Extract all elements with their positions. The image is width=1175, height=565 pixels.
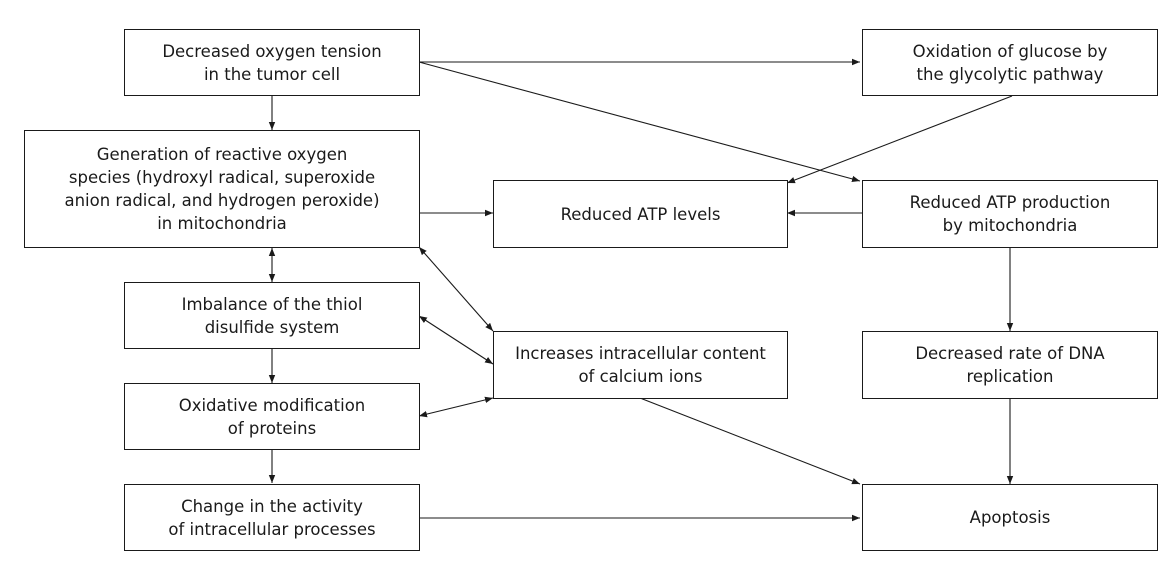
- node-calcium-increase: Increases intracellular content of calci…: [493, 331, 788, 399]
- node-reduced-atp-levels: Reduced ATP levels: [493, 180, 788, 248]
- node-activity-change: Change in the activity of intracellular …: [124, 484, 420, 551]
- node-label: Decreased oxygen tension in the tumor ce…: [162, 41, 382, 84]
- node-label: Oxidation of glucose by the glycolytic p…: [912, 41, 1108, 84]
- node-thiol-disulfide-imbalance: Imbalance of the thiol disulfide system: [124, 282, 420, 349]
- node-ros-generation: Generation of reactive oxygen species (h…: [24, 130, 420, 248]
- node-label: Imbalance of the thiol disulfide system: [181, 294, 363, 337]
- node-label: Reduced ATP production by mitochondria: [909, 193, 1111, 235]
- arrow-thiol-calcium-bidirectional: [418, 315, 494, 365]
- node-oxidation-of-glucose: Oxidation of glucose by the glycolytic p…: [862, 29, 1158, 96]
- arrow-calcium-to-apoptosis: [639, 397, 861, 485]
- arrow-oxygen-to-atp-production: [418, 61, 861, 183]
- node-label: Increases intracellular content of calci…: [515, 344, 766, 386]
- arrow-ros-calcium-bidirectional: [418, 246, 494, 332]
- node-decreased-oxygen-tension: Decreased oxygen tension in the tumor ce…: [124, 29, 420, 96]
- node-label: Oxidative modification of proteins: [178, 395, 366, 438]
- arrow-glucose-to-atp-levels: [786, 95, 1013, 184]
- node-oxidative-modification: Oxidative modification of proteins: [124, 383, 420, 450]
- node-label: Apoptosis: [969, 508, 1051, 527]
- node-apoptosis: Apoptosis: [862, 484, 1158, 551]
- node-label: Reduced ATP levels: [560, 204, 721, 224]
- node-dna-replication: Decreased rate of DNA replication: [862, 331, 1158, 399]
- node-label: Change in the activity of intracellular …: [168, 496, 376, 539]
- node-label: Decreased rate of DNA replication: [915, 344, 1105, 386]
- arrow-protein-calcium-bidirectional: [418, 396, 494, 418]
- node-label: Generation of reactive oxygen species (h…: [64, 145, 380, 233]
- node-reduced-atp-production: Reduced ATP production by mitochondria: [862, 180, 1158, 248]
